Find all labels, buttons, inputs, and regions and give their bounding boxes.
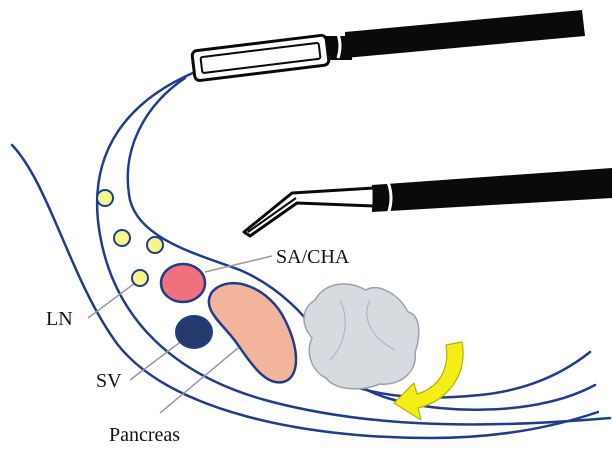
dissector-shaft bbox=[372, 168, 612, 212]
pancreas bbox=[209, 283, 296, 382]
label-sv: SV bbox=[96, 370, 122, 392]
lymph-nodes bbox=[97, 190, 163, 286]
dissector-instrument bbox=[244, 168, 612, 236]
dissector-jaw bbox=[244, 188, 374, 236]
pancreas-leader bbox=[160, 348, 238, 413]
label-sa-cha: SA/CHA bbox=[276, 246, 350, 268]
grasper-instrument bbox=[192, 10, 585, 81]
grasper-jaw bbox=[192, 35, 330, 81]
gauze bbox=[304, 284, 419, 389]
lymph-node bbox=[147, 237, 163, 253]
grasper-shaft bbox=[345, 10, 585, 58]
lymph-node bbox=[132, 270, 148, 286]
lymph-node bbox=[97, 190, 113, 206]
ln-leader bbox=[88, 283, 135, 318]
sv-leader bbox=[130, 340, 183, 380]
label-ln: LN bbox=[46, 308, 73, 330]
splenic-artery bbox=[161, 264, 205, 302]
label-pancreas: Pancreas bbox=[109, 424, 180, 446]
lymph-node bbox=[114, 230, 130, 246]
splenic-vein bbox=[176, 316, 212, 348]
